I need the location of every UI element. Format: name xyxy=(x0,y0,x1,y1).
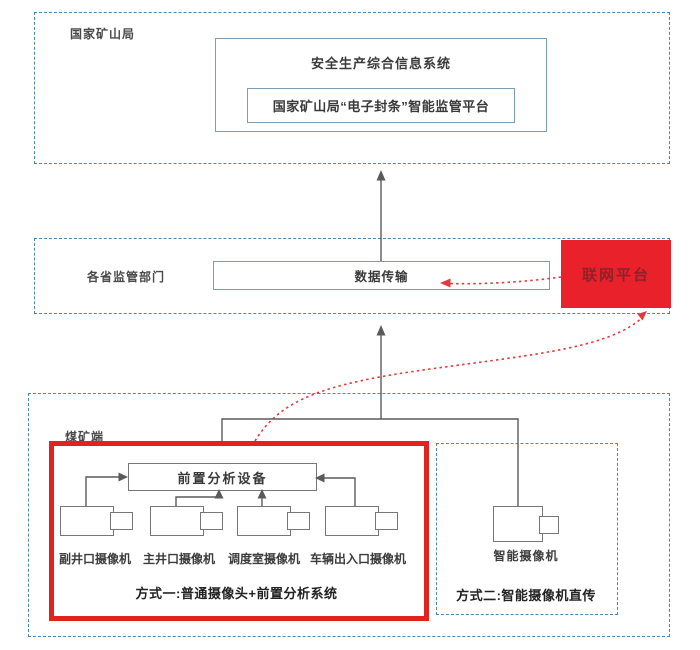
network-platform-box: 联网平台 xyxy=(561,240,671,308)
national-section-frame xyxy=(34,12,670,164)
data-transfer-box: 数据传输 xyxy=(213,261,550,290)
camera-label-zhujingkou: 主井口摄像机 xyxy=(142,552,215,566)
camera-icon xyxy=(237,506,311,542)
smart-camera-icon xyxy=(493,506,567,542)
camera-lens-icon xyxy=(375,512,398,530)
camera-label-fujingkou: 副井口摄像机 xyxy=(58,552,131,566)
national-system-box: 安全生产综合信息系统 国家矿山局“电子封条”智能监管平台 xyxy=(215,38,547,132)
method2-caption: 方式二:智能摄像机直传 xyxy=(456,588,596,603)
camera-label-diaodushi: 调度室摄像机 xyxy=(227,552,300,566)
camera-body-icon xyxy=(60,506,114,536)
method2-frame xyxy=(436,443,618,615)
camera-lens-icon xyxy=(539,516,559,534)
camera-body-icon xyxy=(493,506,543,542)
camera-body-icon xyxy=(325,506,379,536)
mine-section-label: 煤矿端 xyxy=(65,430,105,444)
camera-lens-icon xyxy=(200,512,223,530)
camera-body-icon xyxy=(150,506,204,536)
national-platform-box: 国家矿山局“电子封条”智能监管平台 xyxy=(247,88,515,123)
provincial-section-label: 各省监管部门 xyxy=(87,270,166,284)
camera-label-cheliang: 车辆出入口摄像机 xyxy=(309,552,406,566)
smart-camera-label: 智能摄像机 xyxy=(493,549,559,563)
method1-caption: 方式一:普通摄像头+前置分析系统 xyxy=(135,586,338,601)
analysis-device-box: 前置分析设备 xyxy=(128,463,317,491)
camera-icon xyxy=(150,506,224,542)
national-section-label: 国家矿山局 xyxy=(70,27,136,41)
camera-icon xyxy=(325,506,399,542)
camera-lens-icon xyxy=(287,512,310,530)
camera-icon xyxy=(60,506,134,542)
national-system-title: 安全生产综合信息系统 xyxy=(310,56,451,71)
camera-lens-icon xyxy=(110,512,133,530)
camera-body-icon xyxy=(237,506,291,536)
